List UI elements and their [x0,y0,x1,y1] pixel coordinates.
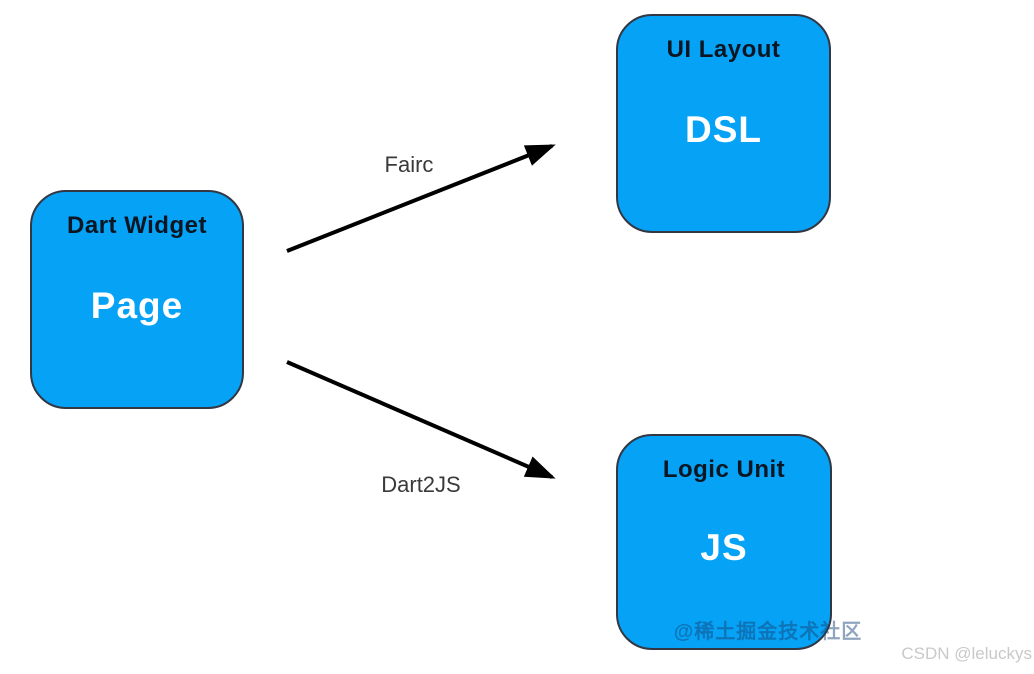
node-logic-unit-title: Logic Unit [662,456,786,483]
csdn-watermark: CSDN @leluckys [901,644,1032,663]
edge-label-dart2js: Dart2JS [381,472,461,497]
node-ui-layout: UI Layout DSL [616,14,831,233]
node-dart-widget-body: Page [90,284,184,326]
edge-label-fairc: Fairc [384,152,434,177]
edge-arrow-dart2js [286,360,556,479]
juejin-watermark: @稀土掘金技术社区 [673,621,863,643]
node-ui-layout-title: UI Layout [666,36,781,63]
node-dart-widget: Dart Widget Page [30,190,244,409]
node-dart-widget-title: Dart Widget [67,212,207,239]
node-logic-unit-body: JS [700,527,748,569]
node-ui-layout-body: DSL [685,108,762,150]
node-logic-unit: Logic Unit JS @稀土掘金技术社区 [616,434,861,650]
